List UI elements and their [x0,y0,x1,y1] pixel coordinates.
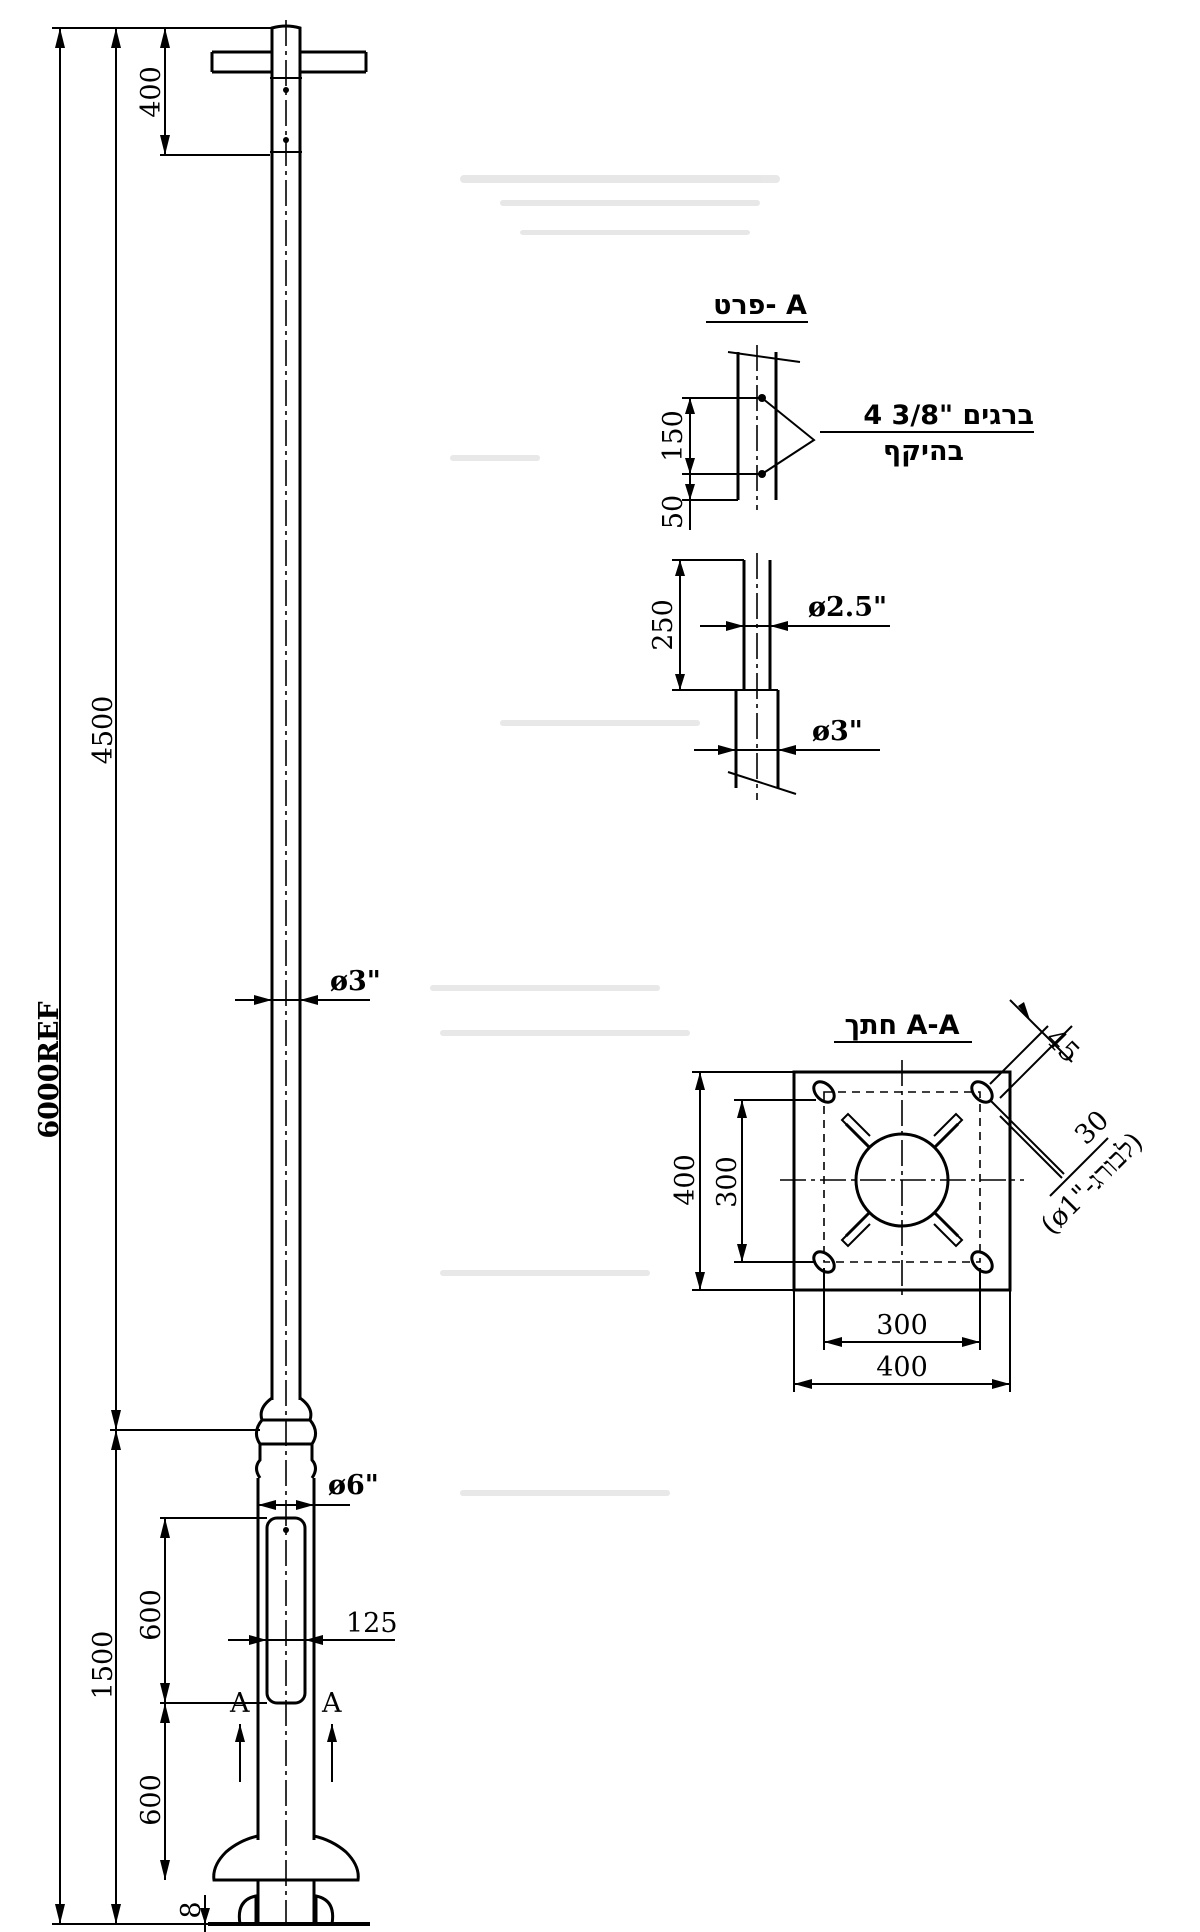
base-feet [237,1880,335,1925]
section-mark-right: A [321,1688,342,1719]
bolts-note-line2: בהיקף [883,436,964,467]
detail-a-150: 150 [658,410,689,462]
section-mark-left: A [229,1688,250,1719]
detail-a-dia-top: ø2.5" [808,592,887,623]
detail-a-50: 50 [658,495,689,529]
pipe-section [854,1132,950,1228]
detail-a-dia-bottom: ø3" [812,716,863,747]
detail-a: פרט- A 4 ברגים "3/8 בהיקף 150 50 [648,290,1034,800]
scan-noise [430,175,780,1496]
pole-diameter-label: ø3" [330,966,381,997]
detail-a-title: פרט- A [713,290,807,321]
section-aa-title: חתך A-A [845,1010,960,1041]
section-400-v: 400 [670,1154,701,1206]
pole-dimensions: 6000REF 4500 1500 400 600 600 8 [34,27,398,1932]
detail-a-250: 250 [648,599,679,651]
cross-arm [210,50,368,74]
lower-length-label: 1500 [88,1631,119,1700]
lower-tube [256,1478,316,1840]
base-height-label: 600 [136,1774,167,1826]
section-300-h: 300 [876,1310,928,1341]
pole-elevation [208,20,370,1930]
plate-thickness-label: 8 [176,1901,207,1918]
upper-tube [270,28,302,1400]
door-width-label: 125 [346,1608,398,1639]
upper-length-label: 4500 [88,696,119,765]
section-400-h: 400 [876,1352,928,1383]
door-height-label: 600 [136,1589,167,1641]
top-400-label: 400 [136,66,167,118]
section-300-v: 300 [712,1156,743,1208]
overall-length-label: 6000REF [34,1001,65,1138]
section-aa: חתך A-A 400 300 [670,999,1149,1392]
slot-45-label: 45 [1039,1023,1085,1069]
bolt-slots [812,1080,994,1274]
bolts-note-line1: 4 ברגים "3/8 [863,400,1034,431]
transition-collar [255,1396,317,1479]
slot-30-label: 30 [1069,1105,1115,1151]
base-diameter-label: ø6" [328,1470,379,1501]
